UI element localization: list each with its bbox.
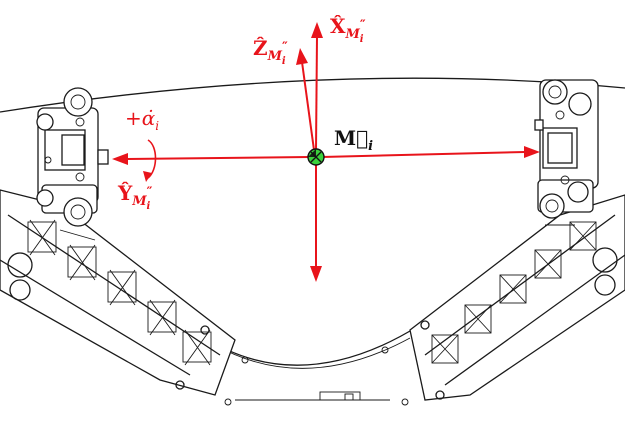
origin-label: M⃗i (334, 126, 373, 154)
rotation-rate-label: +α̇i (125, 106, 159, 133)
rotation-arrow-icon (143, 139, 157, 182)
right-tilt-mechanism (534, 79, 599, 226)
down-axis-arrowhead (310, 266, 322, 282)
center-of-mass-icon (307, 148, 325, 166)
right-axis-line (321, 151, 526, 158)
z-axis-line (301, 61, 315, 151)
coordinate-axes (112, 22, 540, 282)
x-axis-label: X̂M″i (330, 14, 366, 45)
x-axis-line (315, 35, 318, 151)
center-plate (224, 346, 409, 406)
right-arm (409, 194, 625, 401)
x-axis-arrowhead (311, 22, 323, 38)
left-tilt-mechanism (36, 87, 109, 241)
y-axis-line (124, 156, 311, 160)
left-arm (0, 189, 236, 396)
z-axis-arrowhead (296, 48, 308, 65)
drone-frame-drawing (0, 77, 625, 406)
y-axis-label: ŶM″i (117, 181, 153, 212)
y-axis-arrowhead (112, 153, 128, 165)
right-axis-arrowhead (524, 146, 540, 158)
z-axis-label: ẐM″i (253, 36, 288, 67)
